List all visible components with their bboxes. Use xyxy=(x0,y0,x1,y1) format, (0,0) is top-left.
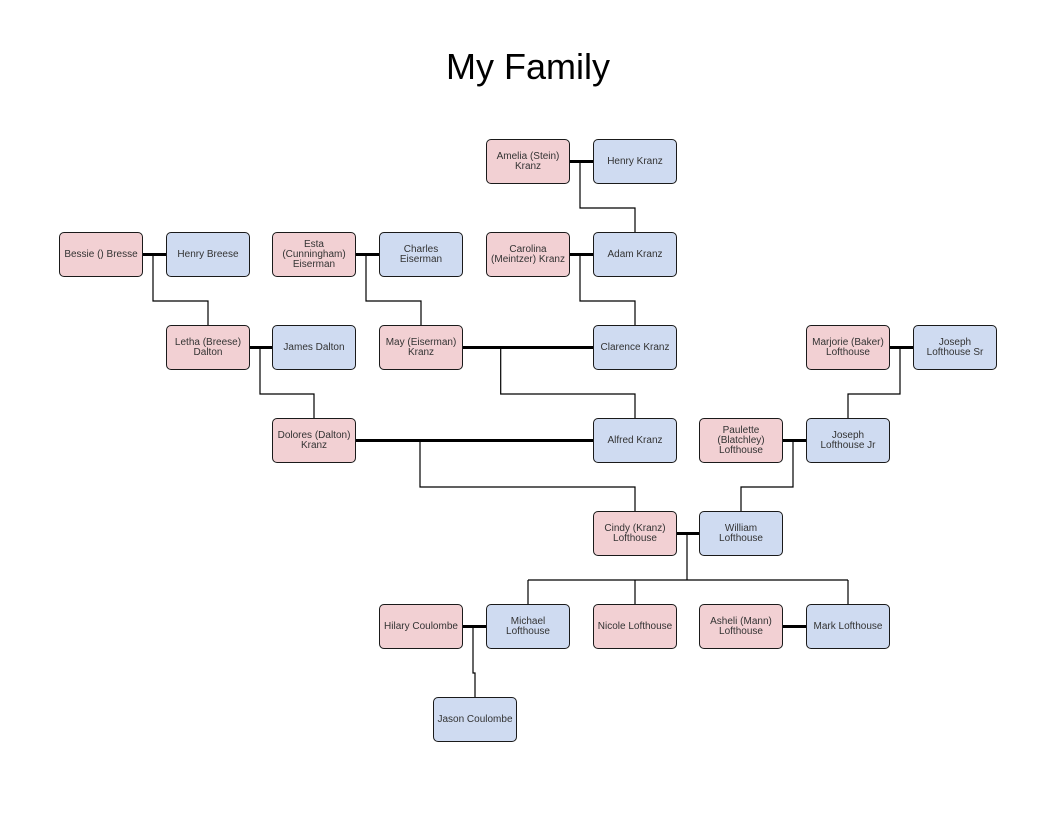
person-name: Henry Kranz xyxy=(607,155,663,167)
person-node-cindy[interactable]: Cindy (Kranz) Lofthouse xyxy=(593,511,677,556)
person-node-nicole[interactable]: Nicole Lofthouse xyxy=(593,604,677,649)
person-node-michael[interactable]: Michael Lofthouse xyxy=(486,604,570,649)
person-node-joseph-jr[interactable]: Joseph Lofthouse Jr xyxy=(806,418,890,463)
parent-link-paulette-joseph-jr xyxy=(740,440,794,511)
person-node-dolores[interactable]: Dolores (Dalton) Kranz xyxy=(272,418,356,463)
person-node-bessie[interactable]: Bessie () Bresse xyxy=(59,232,143,277)
person-node-mark[interactable]: Mark Lofthouse xyxy=(806,604,890,649)
person-name: Hilary Coulombe xyxy=(384,620,458,632)
person-name: Clarence Kranz xyxy=(600,341,670,353)
person-name: Amelia (Stein) Kranz xyxy=(496,150,560,172)
parent-link-letha-james xyxy=(259,347,315,418)
person-name: Charles Eiserman xyxy=(399,243,443,265)
person-node-hilary[interactable]: Hilary Coulombe xyxy=(379,604,463,649)
person-name: Esta (Cunningham) Eiserman xyxy=(282,238,346,270)
person-name: Paulette (Blatchley) Lofthouse xyxy=(717,424,765,456)
person-name: Asheli (Mann) Lofthouse xyxy=(710,615,772,637)
parent-link-dolores-alfred xyxy=(419,440,636,511)
person-name: Nicole Lofthouse xyxy=(597,620,673,632)
person-name: Dolores (Dalton) Kranz xyxy=(277,429,351,451)
person-name: Marjorie (Baker) Lofthouse xyxy=(812,336,884,358)
person-node-letha[interactable]: Letha (Breese) Dalton xyxy=(166,325,250,370)
person-node-paulette[interactable]: Paulette (Blatchley) Lofthouse xyxy=(699,418,783,463)
person-name: Michael Lofthouse xyxy=(506,615,550,637)
person-node-marjorie[interactable]: Marjorie (Baker) Lofthouse xyxy=(806,325,890,370)
person-node-carolina[interactable]: Carolina (Meintzer) Kranz xyxy=(486,232,570,277)
person-name: Letha (Breese) Dalton xyxy=(174,336,242,358)
chart-title: My Family xyxy=(446,46,610,87)
person-name: Joseph Lofthouse Sr xyxy=(926,336,984,358)
person-node-esta[interactable]: Esta (Cunningham) Eiserman xyxy=(272,232,356,277)
parent-link-may-clarence xyxy=(500,347,636,418)
person-name: Alfred Kranz xyxy=(607,434,663,446)
parent-link-esta-charles xyxy=(365,254,422,325)
person-node-clarence[interactable]: Clarence Kranz xyxy=(593,325,677,370)
person-node-charles[interactable]: Charles Eiserman xyxy=(379,232,463,277)
person-name: Carolina (Meintzer) Kranz xyxy=(491,243,565,265)
person-name: William Lofthouse xyxy=(719,522,763,544)
person-node-joseph-sr[interactable]: Joseph Lofthouse Sr xyxy=(913,325,997,370)
person-node-william[interactable]: William Lofthouse xyxy=(699,511,783,556)
person-name: James Dalton xyxy=(283,341,345,353)
person-node-henry-k[interactable]: Henry Kranz xyxy=(593,139,677,184)
parent-link-carolina-adam xyxy=(579,254,636,325)
person-node-jason[interactable]: Jason Coulombe xyxy=(433,697,517,742)
person-name: Joseph Lofthouse Jr xyxy=(820,429,876,451)
parent-link-bessie-henry-b xyxy=(152,254,209,325)
parent-link-marjorie-joseph-sr xyxy=(847,347,901,418)
person-name: May (Eiserman) Kranz xyxy=(385,336,457,358)
person-name: Henry Breese xyxy=(177,248,239,260)
person-name: Jason Coulombe xyxy=(437,713,513,725)
person-node-amelia[interactable]: Amelia (Stein) Kranz xyxy=(486,139,570,184)
parent-link-amelia-henry-k xyxy=(579,161,636,232)
person-node-adam[interactable]: Adam Kranz xyxy=(593,232,677,277)
person-node-may[interactable]: May (Eiserman) Kranz xyxy=(379,325,463,370)
person-node-james[interactable]: James Dalton xyxy=(272,325,356,370)
person-node-alfred[interactable]: Alfred Kranz xyxy=(593,418,677,463)
person-name: Cindy (Kranz) Lofthouse xyxy=(604,522,666,544)
person-node-henry-b[interactable]: Henry Breese xyxy=(166,232,250,277)
person-name: Adam Kranz xyxy=(607,248,663,260)
parent-link-hilary-michael xyxy=(472,626,476,697)
person-node-asheli[interactable]: Asheli (Mann) Lofthouse xyxy=(699,604,783,649)
person-name: Bessie () Bresse xyxy=(64,248,138,260)
person-name: Mark Lofthouse xyxy=(813,620,883,632)
